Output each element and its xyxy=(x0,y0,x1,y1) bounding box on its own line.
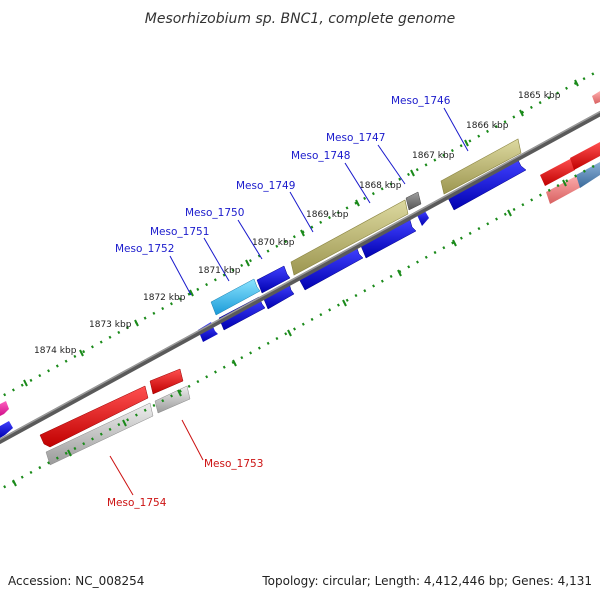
major-tick xyxy=(397,269,402,277)
leader-line xyxy=(237,219,263,260)
gene-edge-pink[interactable] xyxy=(546,174,583,204)
major-tick xyxy=(342,299,347,307)
edge-genes-left xyxy=(0,401,13,438)
forward-strand-genes xyxy=(198,138,527,342)
kbp-scale-labels: 1865 kbp 1866 kbp 1867 kbp 1868 kbp 1869… xyxy=(34,91,561,356)
major-tick xyxy=(177,389,182,397)
major-tick xyxy=(355,199,360,207)
leader-line xyxy=(289,191,314,233)
gene-label-meso-1749[interactable]: Meso_1749 xyxy=(236,180,295,192)
major-tick xyxy=(464,139,469,147)
major-tick xyxy=(122,419,127,427)
gene-label-meso-1754[interactable]: Meso_1754 xyxy=(107,497,167,509)
major-tick xyxy=(519,109,524,117)
gene-label-leaders-red xyxy=(109,419,204,496)
map-title: Mesorhizobium sp. BNC1, complete genome xyxy=(145,11,456,27)
edge-genes-right xyxy=(540,91,600,204)
gene-meso-1748[interactable] xyxy=(405,191,422,211)
major-tick xyxy=(410,169,415,177)
kbp-label: 1866 kbp xyxy=(466,121,509,131)
gene-meso-1754[interactable] xyxy=(39,385,149,448)
gene-label-meso-1752[interactable]: Meso_1752 xyxy=(115,243,174,255)
leader-line xyxy=(344,162,371,204)
gene-edge-pink[interactable] xyxy=(592,91,600,104)
genome-summary-text: Topology: circular; Length: 4,412,446 bp… xyxy=(262,574,592,588)
gene-edge-red[interactable] xyxy=(540,158,575,186)
kbp-label: 1872 kbp xyxy=(143,293,186,303)
kbp-label: 1874 kbp xyxy=(34,346,77,356)
leader-line xyxy=(443,107,469,152)
major-tick xyxy=(232,359,237,367)
major-tick xyxy=(23,379,28,387)
leader-line xyxy=(181,419,204,461)
kbp-label: 1873 kbp xyxy=(89,320,132,330)
leader-line xyxy=(109,455,134,496)
major-tick xyxy=(562,179,567,187)
genome-backbone xyxy=(0,110,600,445)
leader-line xyxy=(169,255,192,296)
gene-meso-1749[interactable] xyxy=(290,199,409,276)
inner-tick-track xyxy=(0,161,600,491)
major-tick xyxy=(67,449,72,457)
gene-edge-magenta[interactable] xyxy=(0,401,9,416)
gene-label-meso-1748[interactable]: Meso_1748 xyxy=(291,150,350,162)
gene-meso-1753[interactable] xyxy=(149,368,184,395)
major-tick xyxy=(189,289,194,297)
gene-meso-1746[interactable] xyxy=(440,138,522,195)
reverse-strand-genes xyxy=(39,368,191,466)
major-tick xyxy=(12,479,17,487)
leader-line xyxy=(203,237,230,282)
gene-labels-red: Meso_1753 Meso_1754 xyxy=(107,458,263,509)
gene-labels: Meso_1746 Meso_1747 Meso_1748 Meso_1749 … xyxy=(115,95,451,255)
major-tick xyxy=(507,209,512,217)
gene-label-meso-1747[interactable]: Meso_1747 xyxy=(326,132,385,144)
gene-edge-steel[interactable] xyxy=(576,162,600,188)
gene-edge-red[interactable] xyxy=(570,142,600,170)
major-tick xyxy=(245,259,250,267)
gene-label-leaders xyxy=(169,107,469,296)
leader-line xyxy=(377,144,406,185)
kbp-label: 1869 kbp xyxy=(306,210,349,220)
major-tick xyxy=(452,239,457,247)
major-tick xyxy=(574,79,579,87)
kbp-label: 1871 kbp xyxy=(198,266,241,276)
gene-meso-1750[interactable] xyxy=(256,265,291,294)
gene-meso-1752[interactable] xyxy=(210,278,261,316)
kbp-label: 1870 kbp xyxy=(252,238,295,248)
outer-tick-track xyxy=(0,68,600,399)
gene-label-meso-1750[interactable]: Meso_1750 xyxy=(185,207,244,219)
major-tick xyxy=(300,229,305,237)
kbp-label: 1868 kbp xyxy=(359,181,402,191)
kbp-label: 1865 kbp xyxy=(518,91,561,101)
major-tick xyxy=(134,319,139,327)
gene-edge-blue[interactable] xyxy=(0,421,13,438)
gene-meso-1753-b[interactable] xyxy=(154,385,191,414)
gene-label-meso-1753[interactable]: Meso_1753 xyxy=(204,458,263,470)
gene-label-meso-1751[interactable]: Meso_1751 xyxy=(150,226,209,238)
accession-text: Accession: NC_008254 xyxy=(8,574,145,588)
gene-meso-1754-b[interactable] xyxy=(45,402,154,466)
major-tick xyxy=(79,349,84,357)
gene-label-meso-1746[interactable]: Meso_1746 xyxy=(391,95,451,107)
major-tick xyxy=(287,329,292,337)
kbp-label: 1867 kbp xyxy=(412,151,455,161)
